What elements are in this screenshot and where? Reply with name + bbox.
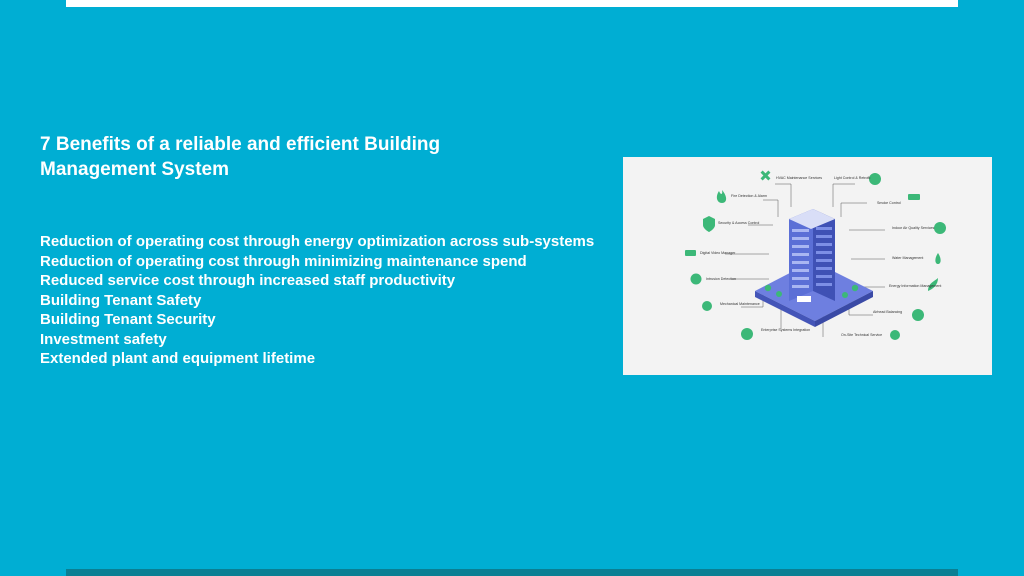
- list-item: Reduction of operating cost through mini…: [40, 252, 527, 270]
- bottom-accent-bar: [66, 569, 958, 576]
- technician-icon: [890, 330, 900, 340]
- label-intrusion: Intrusion Detection: [706, 277, 736, 281]
- flame-icon: [716, 190, 727, 203]
- list-item: Building Tenant Security: [40, 311, 216, 328]
- label-integration: Enterprise Systems Integration: [761, 328, 810, 332]
- smoke-detector-icon: [908, 194, 920, 200]
- label-energy: Energy Information Management: [889, 284, 941, 288]
- list-item: Reduced service cost through increased s…: [40, 272, 456, 289]
- shield-lock-icon: [703, 216, 715, 232]
- gears-icon: [702, 301, 712, 311]
- bms-diagram: HVAC Maintenance Services Light Control …: [623, 157, 992, 375]
- label-fire: Fire Detection & Alarm: [731, 194, 767, 198]
- list-item: Investment safety: [40, 330, 167, 348]
- building-windows: [792, 229, 809, 288]
- bms-diagram-svg: HVAC Maintenance Services Light Control …: [685, 170, 946, 340]
- integration-icon: [741, 328, 753, 340]
- building-windows-side: [816, 227, 832, 286]
- list-item: Building Tenant Safety: [40, 291, 202, 309]
- intruder-icon: [690, 273, 702, 285]
- lightbulb-icon: [869, 173, 881, 185]
- fan-icon: [912, 309, 924, 321]
- water-drop-icon: [935, 253, 941, 264]
- label-smoke: Smoke Control: [877, 201, 901, 205]
- label-iaq: Indoor Air Quality Services: [892, 226, 935, 230]
- list-item: Extended plant and equipment lifetime: [40, 350, 316, 367]
- label-airhead: Airhead Balancing: [873, 310, 902, 314]
- cctv-camera-icon: [685, 250, 696, 256]
- label-hvac: HVAC Maintenance Services: [776, 176, 822, 180]
- list-item: Reduction of operating cost through ener…: [40, 233, 595, 250]
- leaf-icon: [928, 278, 938, 291]
- benefits-list: Reduction of operating cost through ener…: [40, 232, 600, 369]
- label-light: Light Control & Retrofit: [834, 176, 870, 180]
- label-water: Water Management: [892, 256, 923, 260]
- wrench-icon: [760, 170, 771, 181]
- label-onsite: On-Site Technical Service: [841, 333, 882, 337]
- slide-title: 7 Benefits of a reliable and efficient B…: [40, 134, 441, 180]
- label-security: Security & Access Control: [718, 221, 760, 225]
- building-illustration: [755, 209, 873, 327]
- air-quality-icon: [934, 222, 946, 234]
- label-mechanical: Mechanical Maintenance: [720, 302, 760, 306]
- label-video: Digital Video Manager: [700, 251, 736, 255]
- top-accent-bar: [66, 0, 958, 7]
